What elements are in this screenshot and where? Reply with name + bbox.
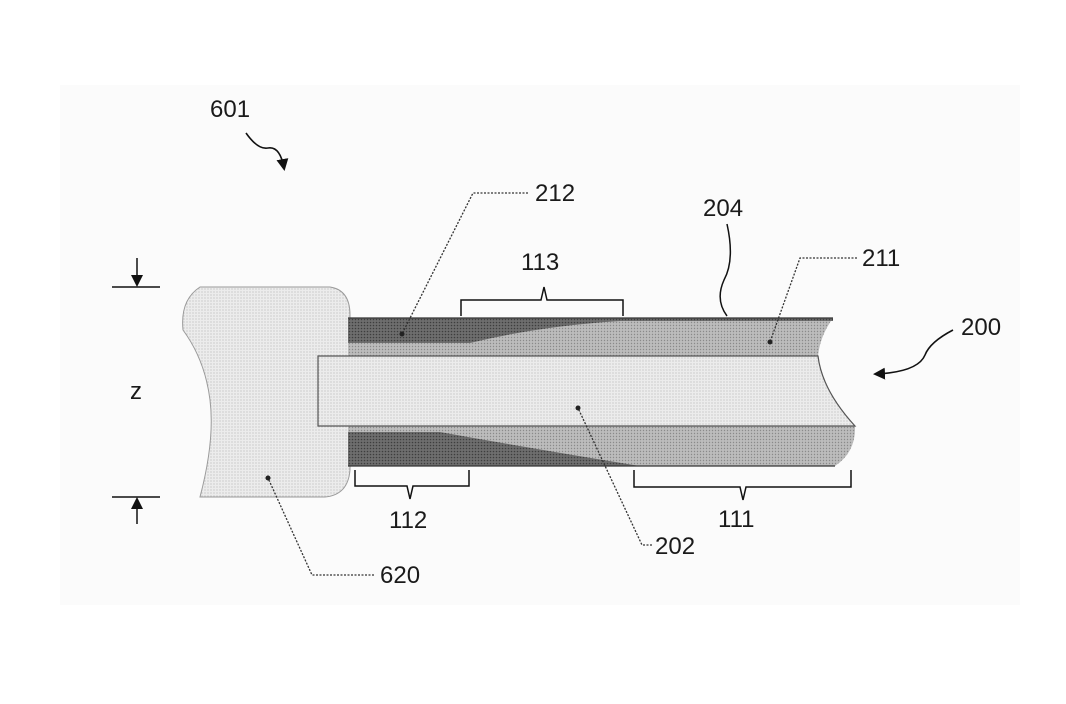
fiber-200 xyxy=(317,317,857,467)
cladding-lower-212 xyxy=(348,432,640,466)
label-111: 111 xyxy=(718,506,754,533)
label-200: 200 xyxy=(961,314,1001,341)
bracket-112 xyxy=(354,470,470,500)
label-211: 211 xyxy=(862,245,900,272)
label-113: 113 xyxy=(521,249,559,276)
block-620 xyxy=(182,286,351,498)
leader-211 xyxy=(769,257,857,343)
dot-211 xyxy=(767,339,773,345)
leader-212 xyxy=(401,192,528,335)
label-620: 620 xyxy=(380,562,420,589)
bracket-113 xyxy=(460,286,624,316)
arrow-601 xyxy=(245,132,289,171)
label-204: 204 xyxy=(703,195,743,222)
label-112: 112 xyxy=(389,507,427,534)
label-601: 601 xyxy=(210,96,250,123)
label-z: z xyxy=(130,378,142,405)
bracket-111 xyxy=(633,470,852,501)
dot-202 xyxy=(575,405,581,411)
label-212: 212 xyxy=(535,180,575,207)
dot-212 xyxy=(399,331,405,337)
cladding-upper-212 xyxy=(348,318,833,343)
arrow-200 xyxy=(873,329,954,380)
label-202: 202 xyxy=(655,533,695,560)
dimension-z xyxy=(112,258,160,524)
leader-620 xyxy=(267,477,374,576)
core-202 xyxy=(317,355,857,427)
dot-620 xyxy=(265,475,271,481)
leader-204 xyxy=(719,223,732,317)
